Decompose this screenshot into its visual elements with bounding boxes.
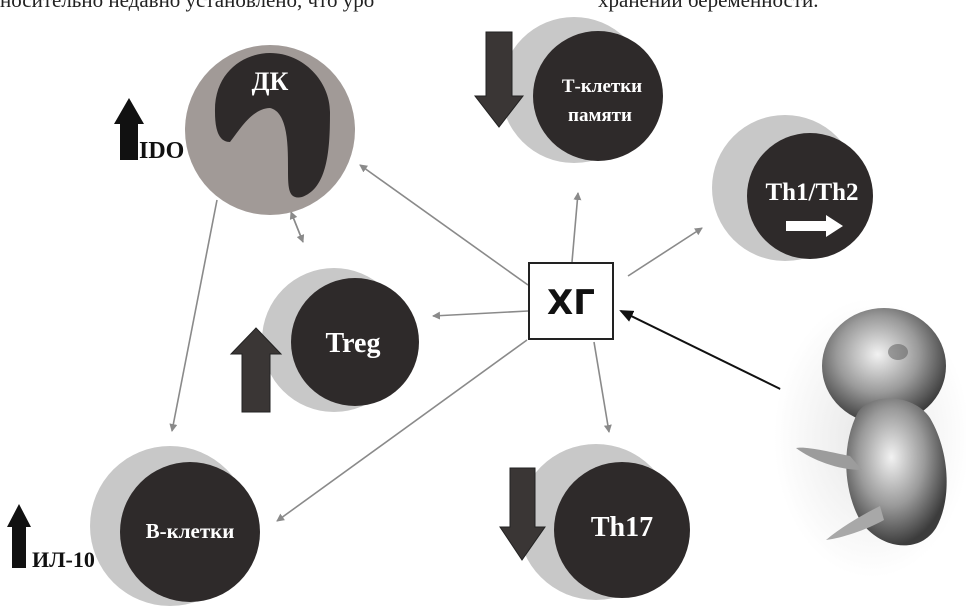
connector-hg-dk xyxy=(359,164,529,286)
connector-hg-th1th2 xyxy=(627,227,703,277)
dk-label: ДК xyxy=(252,67,289,96)
connector-hg-treg xyxy=(432,310,529,320)
memory-t-label-line1: Т-клетки xyxy=(562,76,642,97)
connector-dk-bcells xyxy=(169,199,218,432)
connector-dk-treg xyxy=(290,211,305,243)
right-arrow-icon xyxy=(786,215,843,237)
memory-t-cell: Т-клетки памяти xyxy=(501,17,663,163)
down-arrow-icon xyxy=(499,467,546,561)
th17-core xyxy=(554,462,690,598)
cropped-page-text: носительно недавно установлено, что уро … xyxy=(0,0,966,14)
bcells-cell: В-клетки xyxy=(90,446,260,606)
dk-core xyxy=(214,53,330,198)
th17-cell: Th17 xyxy=(518,444,690,600)
up-arrow-icon xyxy=(229,327,283,413)
ido-label: IDO xyxy=(139,138,184,164)
hg-label: ХГ xyxy=(547,283,595,323)
th17-label: Th17 xyxy=(591,512,653,543)
hg-node: ХГ xyxy=(528,262,614,340)
down-arrow-icon xyxy=(473,31,525,128)
up-arrow-icon xyxy=(7,504,31,568)
embryo-image xyxy=(774,298,966,578)
treg-core xyxy=(291,278,419,406)
il10-label: ИЛ-10 xyxy=(32,547,95,572)
connectors xyxy=(169,164,703,522)
header-text-left: носительно недавно установлено, что уро xyxy=(0,0,375,12)
up-arrow-icon xyxy=(114,98,144,160)
treg-label: Treg xyxy=(326,328,381,359)
th1th2-label: Th1/Th2 xyxy=(765,179,858,206)
connector-hg-bcells xyxy=(276,339,528,522)
hg-box xyxy=(528,262,614,340)
th1th2-cell: Th1/Th2 xyxy=(712,115,873,261)
bcells-label: В-клетки xyxy=(146,519,235,543)
header-text-right: хранении беременности. xyxy=(598,0,819,12)
memory-t-core xyxy=(533,31,663,161)
bcells-core xyxy=(120,462,260,602)
connector-hg-th17 xyxy=(593,341,612,433)
memory-t-label-line2: памяти xyxy=(568,105,632,126)
dk-cell: ДК xyxy=(185,45,355,215)
treg-cell: Treg xyxy=(262,268,419,412)
connector-hg-memory xyxy=(571,192,582,263)
th1th2-core xyxy=(747,133,873,259)
